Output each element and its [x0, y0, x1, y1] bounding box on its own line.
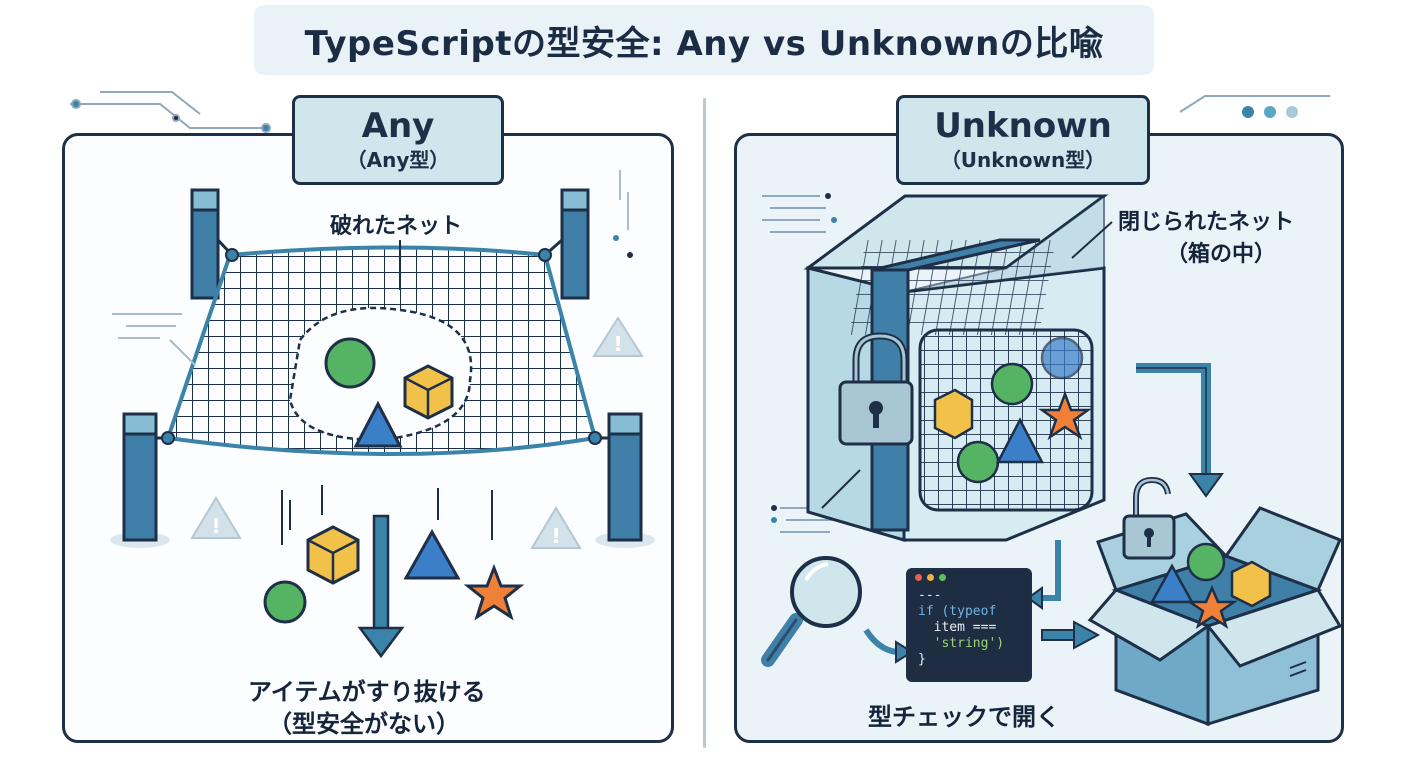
magnifier-icon	[761, 556, 862, 667]
net-post-bottom-left	[110, 412, 170, 548]
code-window: --- if (typeof item === 'string') }	[906, 568, 1032, 682]
any-sublabel: （Any型）	[346, 147, 450, 172]
blue-triangle-in-net	[353, 400, 403, 448]
any-caption-line2: （型安全がない）	[268, 710, 460, 738]
code-line: if (typeof	[918, 604, 997, 619]
green-ball-in-net	[324, 337, 376, 389]
arrow-magnifier-to-code	[863, 628, 914, 664]
down-arrow	[357, 514, 405, 659]
cage-caption-pointer	[1071, 221, 1113, 259]
dots-decoration-right	[1179, 95, 1330, 118]
type-check-caption: 型チェックで開く	[868, 703, 1060, 731]
lines-decoration-right-top	[762, 193, 837, 233]
closed-net-caption-line2: （箱の中）	[1166, 242, 1277, 267]
title-banner: TypeScriptの型安全: Any vs Unknownの比喩	[254, 5, 1154, 75]
maximize-dot-icon	[939, 573, 946, 581]
arrow-code-to-box	[1041, 620, 1101, 650]
falling-blue-triangle	[403, 528, 461, 580]
close-dot-icon	[915, 573, 922, 581]
arrow-cage-to-box	[1136, 363, 1211, 478]
unknown-label: Unknown	[934, 106, 1112, 147]
cage-side-pointer	[821, 469, 861, 509]
minimize-dot-icon	[927, 573, 934, 581]
arrow-cage-to-code	[1040, 540, 1061, 601]
fall-lines	[281, 485, 493, 545]
net-post-top-left	[190, 188, 220, 300]
items-in-open-box	[1149, 542, 1272, 629]
code-line: 'string')	[918, 636, 1005, 651]
speed-lines-right	[613, 170, 633, 258]
circuit-decoration-left	[70, 91, 271, 133]
warning-icon-left: !	[190, 496, 242, 539]
unlocked-padlock-icon	[1122, 476, 1176, 560]
items-in-cage	[933, 336, 1092, 484]
svg-text:!: !	[551, 524, 560, 548]
lock-icon	[838, 332, 914, 446]
svg-text:!: !	[613, 332, 622, 356]
any-caption-line1: アイテムがすり抜ける	[248, 678, 486, 706]
center-divider	[703, 98, 706, 748]
unknown-label-box: Unknown （Unknown型）	[896, 95, 1150, 185]
any-label-box: Any （Any型）	[292, 95, 504, 185]
warning-icon-right: !	[592, 316, 644, 357]
svg-text:!: !	[211, 514, 220, 538]
falling-green-ball	[263, 580, 307, 624]
page-title: TypeScriptの型安全: Any vs Unknownの比喩	[304, 23, 1104, 64]
net-post-top-right	[560, 188, 590, 300]
any-label: Any	[361, 106, 435, 147]
code-line: ---	[918, 588, 942, 603]
falling-orange-star	[463, 563, 525, 621]
falling-yellow-cube	[306, 525, 360, 585]
code-snippet: --- if (typeof item === 'string') }	[908, 584, 1030, 668]
yellow-cube-in-net	[403, 364, 454, 420]
code-line: item ===	[918, 620, 997, 635]
unknown-sublabel: （Unknown型）	[940, 147, 1106, 172]
closed-net-caption-line1: 閉じられたネット	[1118, 210, 1295, 235]
broken-net-caption: 破れたネット	[330, 214, 463, 239]
warning-icon-bottom-right: !	[530, 506, 582, 549]
code-line: }	[918, 652, 926, 667]
speed-lines-left	[112, 313, 196, 366]
net-post-bottom-right	[595, 412, 655, 548]
code-window-titlebar	[908, 570, 1030, 584]
closed-cage-box	[803, 194, 1109, 542]
